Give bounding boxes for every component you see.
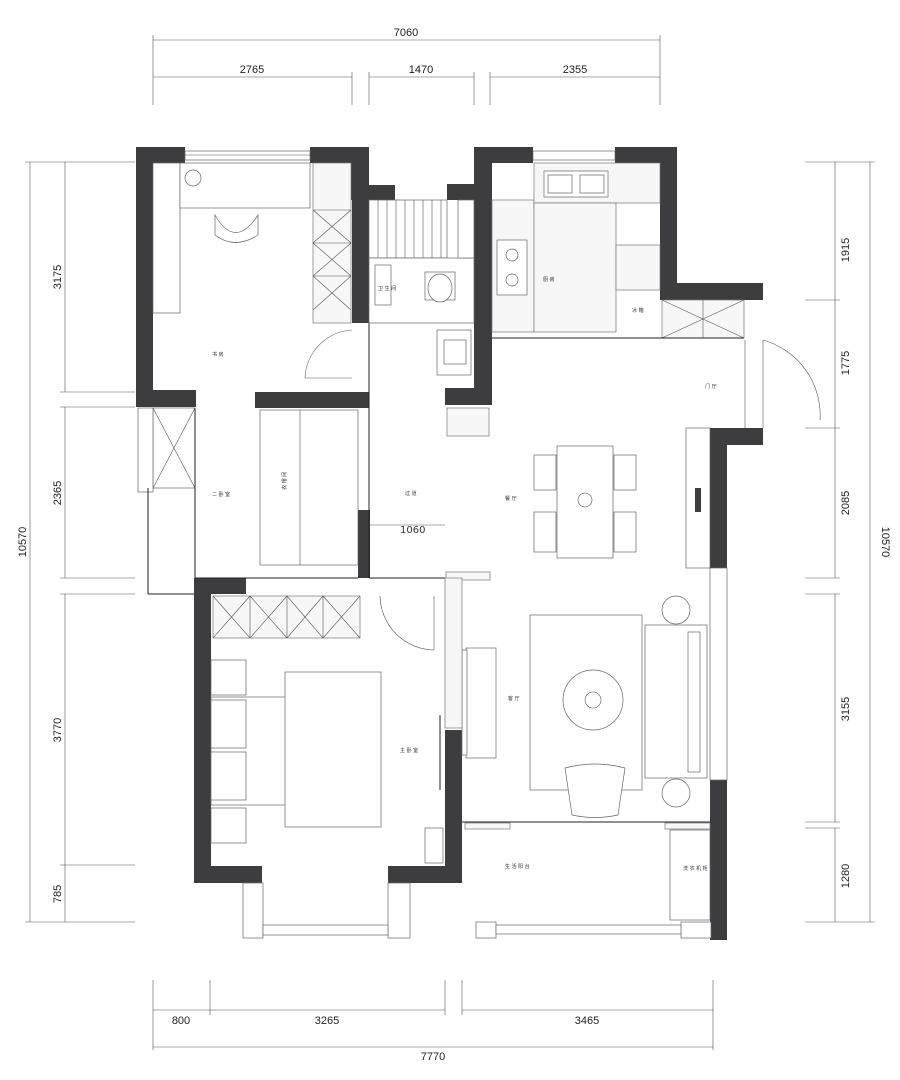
label-dining: 餐 厅 bbox=[505, 495, 517, 502]
furniture bbox=[152, 162, 711, 921]
label-second-bedroom: 二 卧 室 bbox=[212, 491, 230, 498]
label-fridge: 冰 箱 bbox=[632, 307, 644, 314]
dim-left-seg-3: 3770 bbox=[52, 718, 64, 742]
dim-left-seg-4: 785 bbox=[52, 885, 64, 903]
room-labels: 书 房 二 卧 室 衣 帽 间 过 道 1060 厨 房 门 厅 餐 厅 客 厅… bbox=[212, 276, 717, 872]
dim-top-seg-2: 1470 bbox=[409, 64, 433, 76]
dim-bottom-seg-3: 3465 bbox=[575, 1015, 599, 1027]
label-wardrobe: 衣 帽 间 bbox=[281, 472, 288, 490]
label-foyer: 门 厅 bbox=[705, 383, 717, 390]
walls bbox=[136, 147, 763, 940]
dim-right-total: 10570 bbox=[879, 527, 891, 558]
label-kitchen: 厨 房 bbox=[543, 276, 555, 283]
label-bathroom: 卫 生 间 bbox=[378, 285, 396, 292]
dim-right-seg-1: 1915 bbox=[840, 238, 852, 262]
dim-right-seg-3: 2085 bbox=[840, 491, 852, 515]
label-corridor: 过 道 bbox=[405, 490, 417, 497]
dim-left-seg-2: 2365 bbox=[52, 481, 64, 505]
label-corridor-width: 1060 bbox=[400, 525, 425, 536]
label-balcony: 生 活 阳 台 bbox=[505, 863, 530, 870]
label-living: 客 厅 bbox=[508, 695, 520, 702]
outlines bbox=[137, 150, 821, 939]
dim-top-total: 7060 bbox=[394, 27, 418, 39]
dim-right-seg-5: 1280 bbox=[840, 864, 852, 888]
dim-bottom-total: 7770 bbox=[421, 1051, 445, 1063]
top-dimensions: 7060 2765 1470 2355 bbox=[152, 27, 661, 105]
dim-bottom-seg-1: 800 bbox=[172, 1015, 190, 1027]
right-dimensions: 1915 1775 2085 3155 1280 10570 bbox=[805, 161, 891, 923]
dim-left-total: 10570 bbox=[17, 527, 29, 558]
left-dimensions: 3175 2365 3770 785 10570 bbox=[17, 161, 135, 923]
dim-right-seg-2: 1775 bbox=[840, 351, 852, 375]
dim-bottom-seg-2: 3265 bbox=[315, 1015, 339, 1027]
bottom-dimensions: 800 3265 3465 7770 bbox=[152, 980, 714, 1063]
label-laundry: 洗 衣 机 柜 bbox=[683, 865, 708, 872]
dim-left-seg-1: 3175 bbox=[52, 265, 64, 289]
label-master-bedroom: 主 卧 室 bbox=[400, 747, 418, 754]
dim-right-seg-4: 3155 bbox=[840, 697, 852, 721]
dim-top-seg-3: 2355 bbox=[563, 64, 587, 76]
dim-top-seg-1: 2765 bbox=[240, 64, 264, 76]
label-study: 书 房 bbox=[212, 351, 224, 358]
